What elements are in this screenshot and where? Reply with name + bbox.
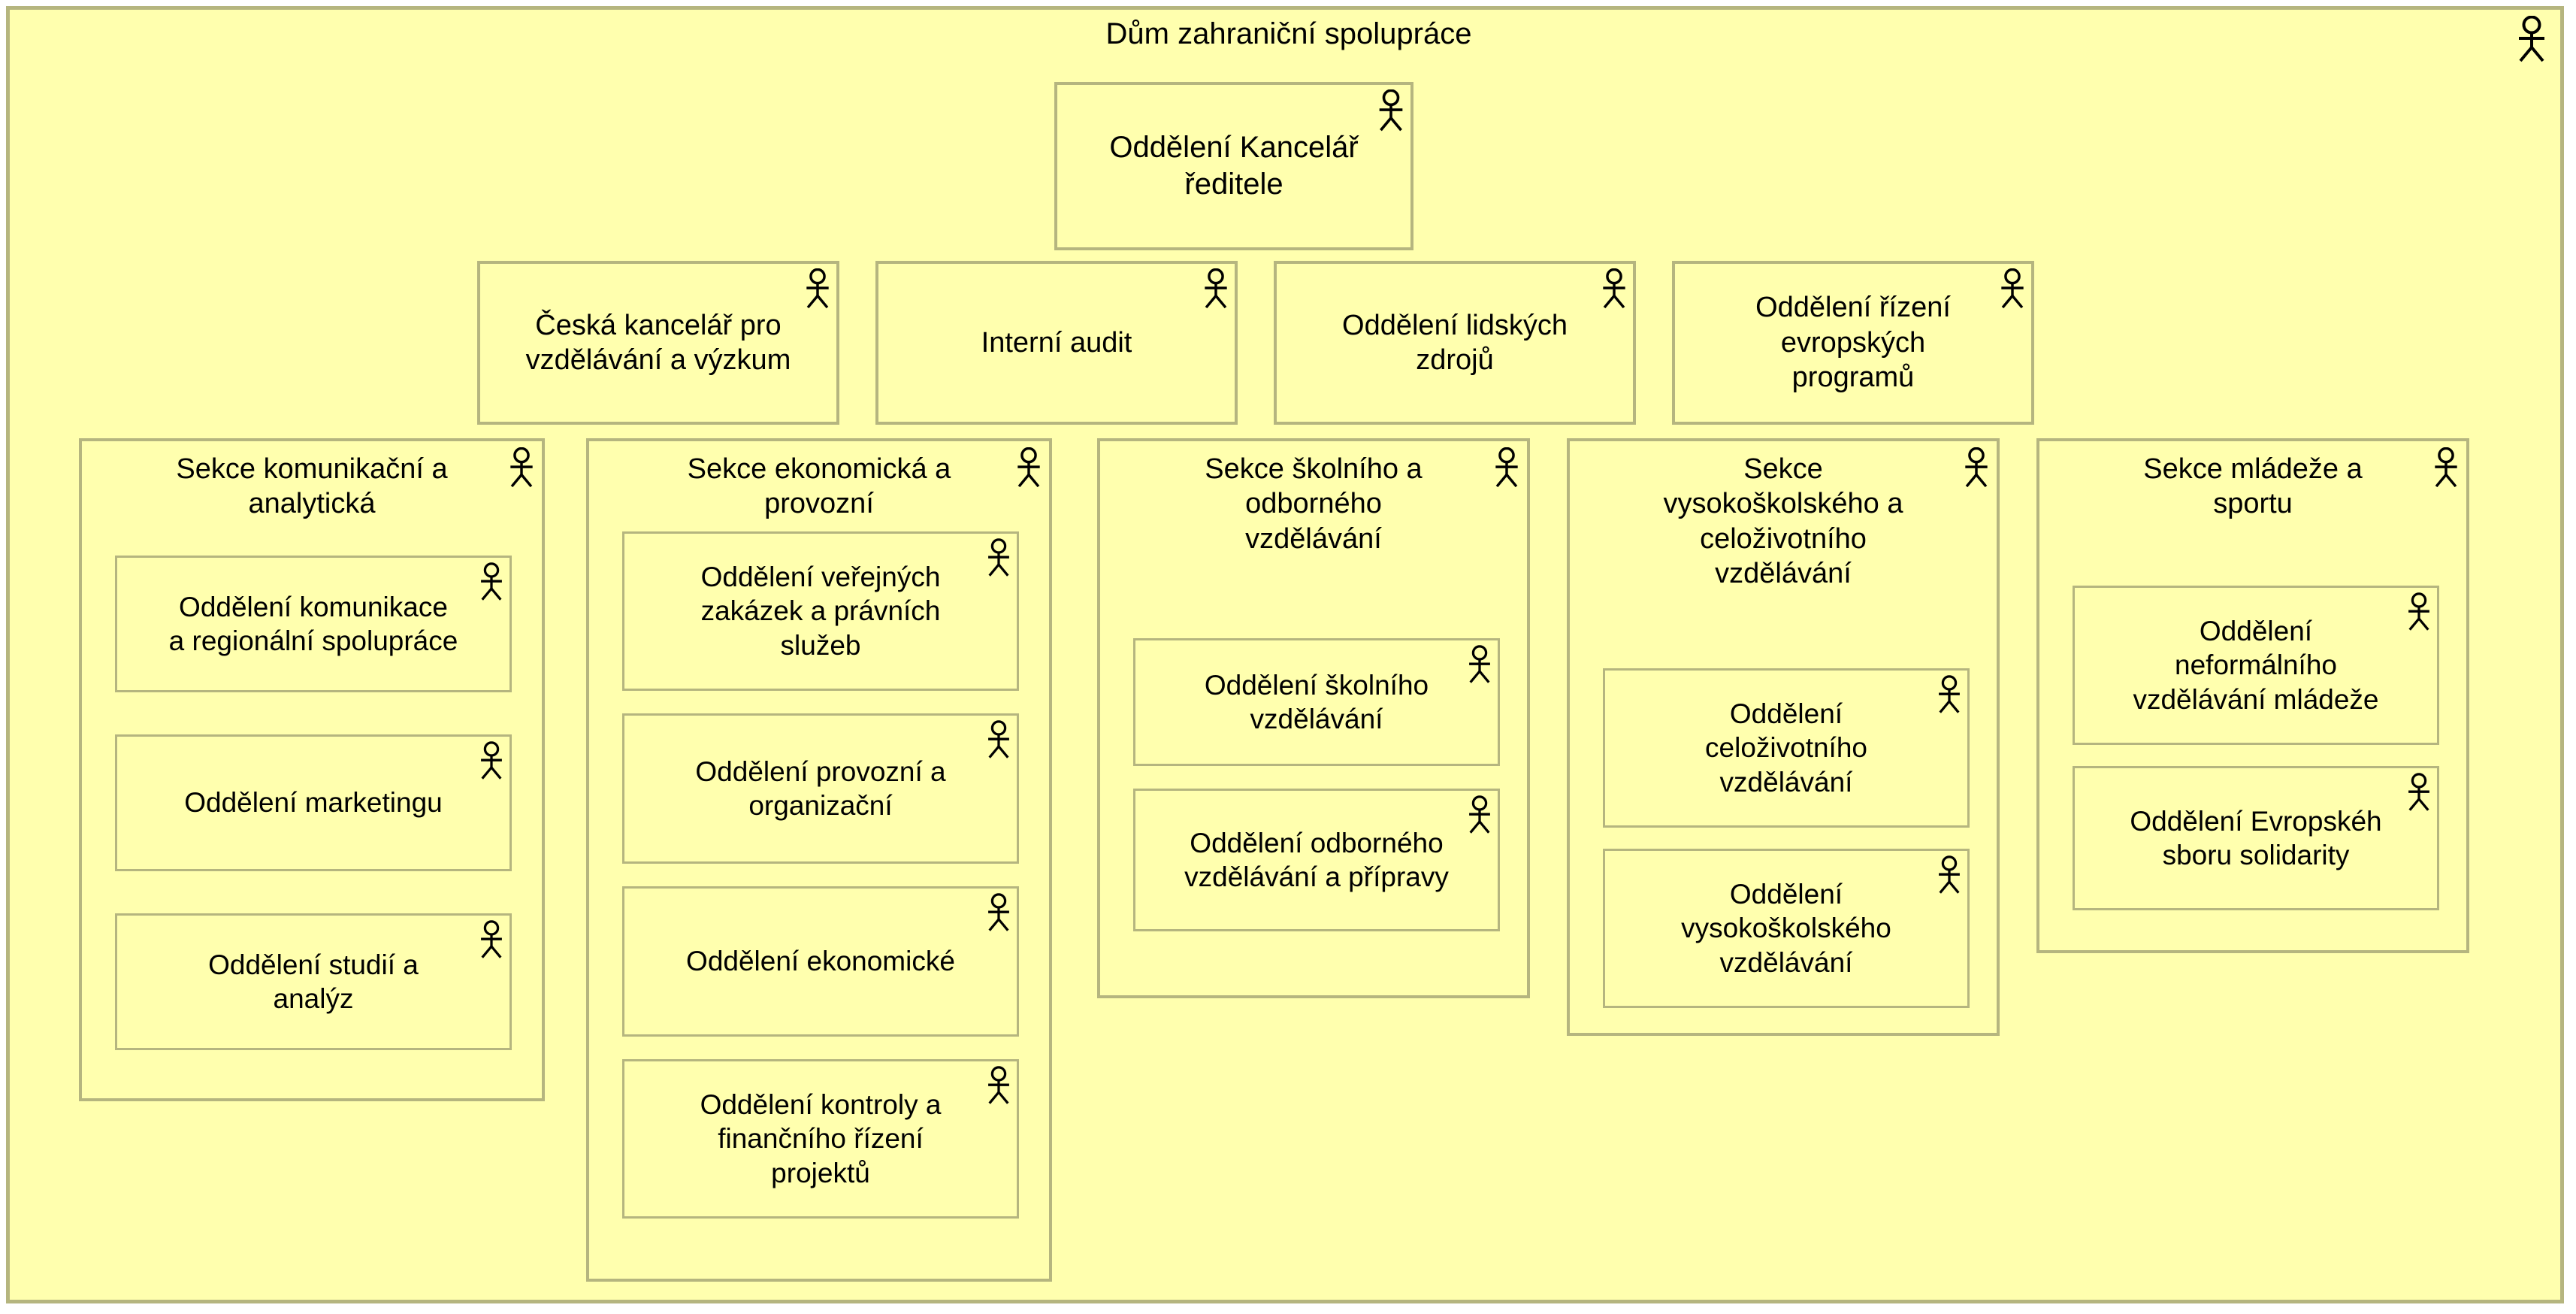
section-title: Sekce vysokoškolského a celoživotního vz…	[1663, 453, 1903, 590]
actor-icon	[478, 741, 505, 780]
department-box-european-solidarity-corps[interactable]: Oddělení Evropskéh sboru solidarity	[2073, 766, 2439, 910]
department-label: Oddělení veřejných zakázek a právních sl…	[700, 562, 941, 661]
unit-box-internal-audit[interactable]: Interní audit	[875, 261, 1238, 425]
department-label: Oddělení odborného vzdělávání a přípravy	[1184, 827, 1449, 892]
department-box-lifelong-education[interactable]: Oddělení celoživotního vzdělávání	[1603, 668, 1970, 828]
department-box-non-formal-youth-education[interactable]: Oddělení neformálního vzdělávání mládeže	[2073, 586, 2439, 745]
department-box-school-education[interactable]: Oddělení školního vzdělávání	[1133, 638, 1500, 766]
department-box-higher-education[interactable]: Oddělení vysokoškolského vzdělávání	[1603, 849, 1970, 1008]
actor-icon	[1376, 89, 1406, 132]
unit-box-czech-office[interactable]: Česká kancelář pro vzdělávání a výzkum	[477, 261, 839, 425]
section-title: Sekce mládeže a sportu	[2143, 453, 2363, 520]
department-label: Oddělení vysokoškolského vzdělávání	[1681, 879, 1891, 978]
actor-icon	[985, 893, 1012, 932]
department-label: Oddělení školního vzdělávání	[1204, 669, 1429, 734]
unit-box-human-resources[interactable]: Oddělení lidských zdrojů	[1274, 261, 1636, 425]
department-box-marketing[interactable]: Oddělení marketingu	[115, 734, 512, 871]
department-box-control-financial-management[interactable]: Oddělení kontroly a finančního řízení pr…	[622, 1059, 1019, 1219]
unit-box-director-office[interactable]: Oddělení Kancelář ředitele	[1054, 82, 1413, 250]
actor-icon	[985, 720, 1012, 759]
section-box-communication-analytics[interactable]: Sekce komunikační a analytická Oddělení …	[79, 438, 545, 1101]
department-label: Oddělení Evropskéh sboru solidarity	[2130, 805, 2382, 870]
section-box-school-vocational-education[interactable]: Sekce školního a odborného vzdělávání Od…	[1097, 438, 1530, 998]
department-label: Oddělení celoživotního vzdělávání	[1705, 698, 1867, 798]
unit-label: Česká kancelář pro vzdělávání a výzkum	[525, 309, 791, 376]
department-box-vocational-education-training[interactable]: Oddělení odborného vzdělávání a přípravy	[1133, 789, 1500, 931]
department-label: Oddělení provozní a organizační	[695, 755, 946, 821]
department-label: Oddělení komunikace a regionální spolupr…	[168, 591, 458, 656]
page-title: Dům zahraniční spolupráce	[1105, 17, 1472, 50]
section-title: Sekce ekonomická a provozní	[687, 453, 951, 520]
department-label: Oddělení kontroly a finančního řízení pr…	[700, 1089, 942, 1188]
section-box-higher-lifelong-education[interactable]: Sekce vysokoškolského a celoživotního vz…	[1567, 438, 2000, 1036]
unit-box-european-programmes[interactable]: Oddělení řízení evropských programů	[1672, 261, 2034, 425]
department-box-economic[interactable]: Oddělení ekonomické	[622, 886, 1019, 1037]
department-label: Oddělení neformálního vzdělávání mládeže	[2133, 616, 2379, 715]
unit-label: Interní audit	[981, 326, 1132, 359]
unit-label: Oddělení řízení evropských programů	[1755, 292, 1951, 394]
department-label: Oddělení marketingu	[184, 787, 443, 819]
unit-label: Oddělení Kancelář ředitele	[1109, 131, 1359, 201]
section-box-economic-operations[interactable]: Sekce ekonomická a provozní Oddělení veř…	[586, 438, 1052, 1282]
department-box-public-procurement-legal[interactable]: Oddělení veřejných zakázek a právních sl…	[622, 531, 1019, 691]
department-box-communication-regional[interactable]: Oddělení komunikace a regionální spolupr…	[115, 556, 512, 692]
section-title: Sekce školního a odborného vzdělávání	[1205, 453, 1423, 555]
actor-icon	[803, 268, 832, 309]
actor-icon	[1600, 268, 1628, 309]
section-title: Sekce komunikační a analytická	[176, 453, 448, 520]
department-label: Oddělení studií a analýz	[208, 949, 419, 1014]
department-box-operations-organisation[interactable]: Oddělení provozní a organizační	[622, 713, 1019, 864]
unit-label: Oddělení lidských zdrojů	[1342, 309, 1568, 376]
section-box-youth-sport[interactable]: Sekce mládeže a sportu Oddělení neformál…	[2036, 438, 2469, 953]
organization-frame: Dům zahraniční spolupráce Oddělení Kance…	[6, 6, 2564, 1303]
department-box-studies-analyses[interactable]: Oddělení studií a analýz	[115, 913, 512, 1050]
actor-icon	[1202, 268, 1230, 309]
department-label: Oddělení ekonomické	[686, 946, 955, 977]
